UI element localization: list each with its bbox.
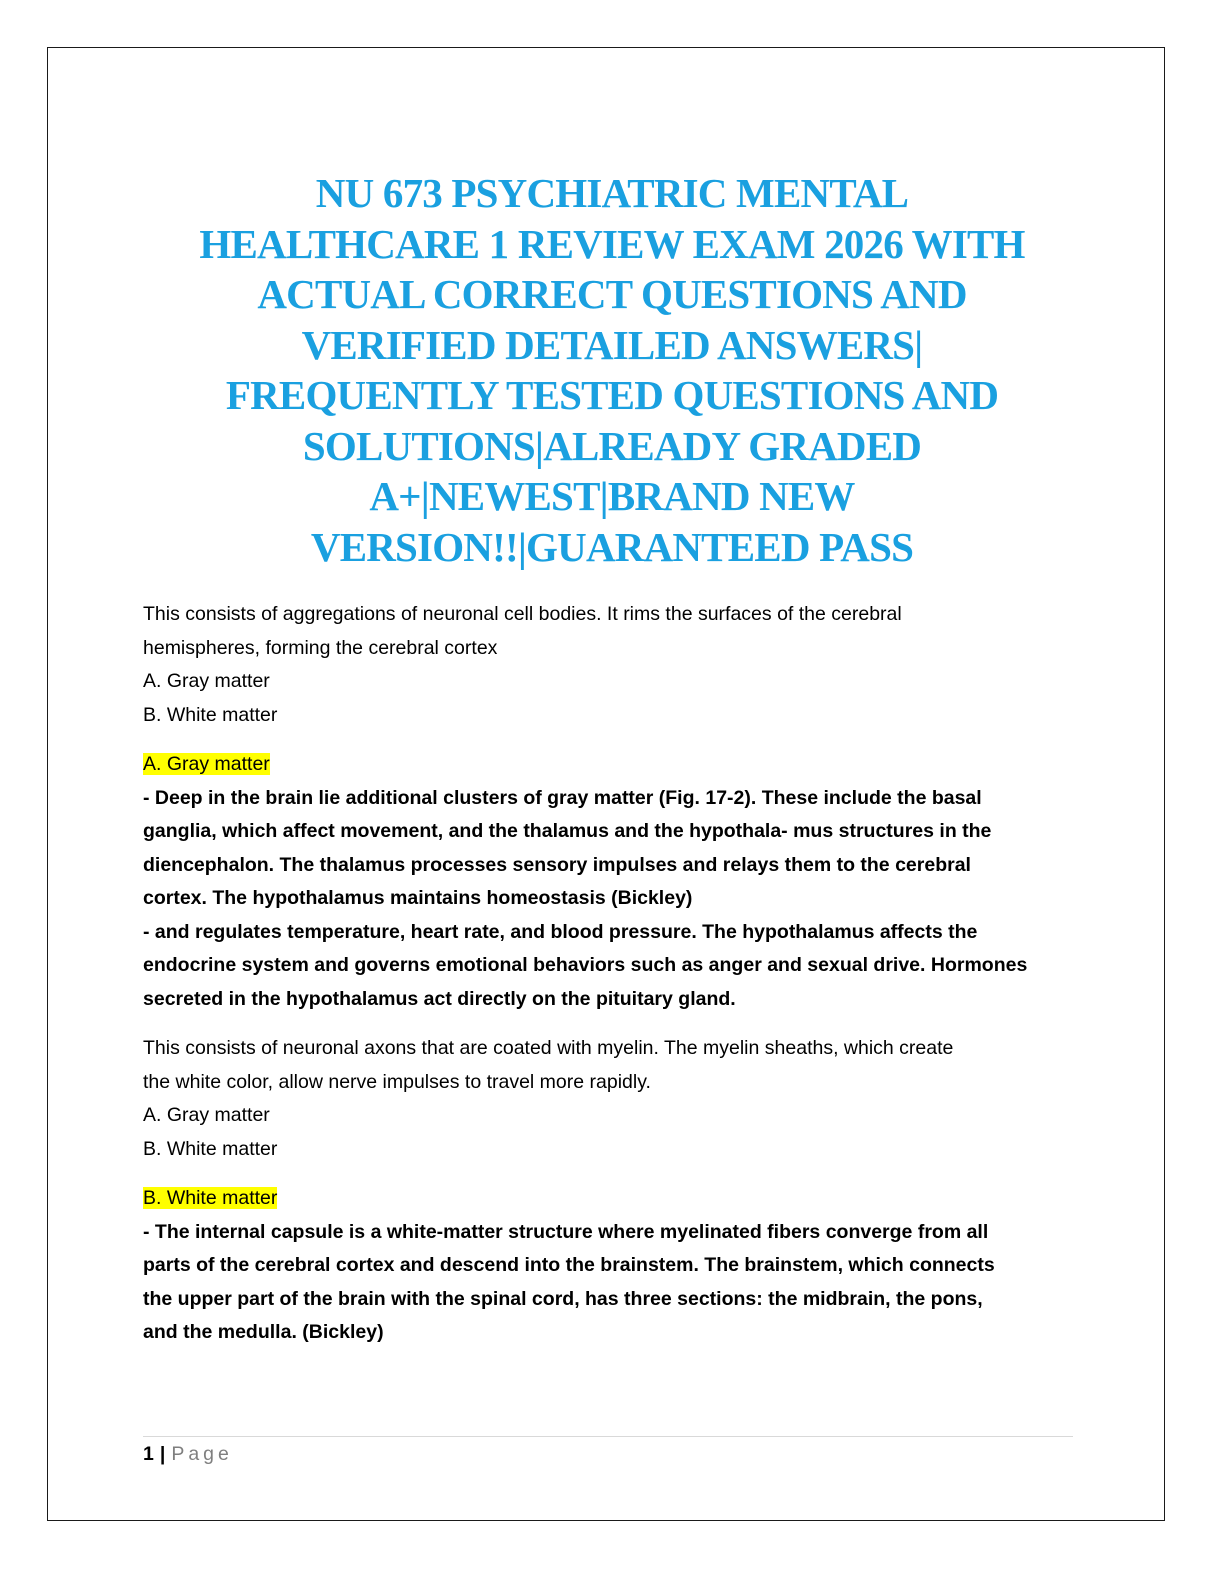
correct-answer: A. Gray matter (143, 753, 270, 775)
option-b: B. White matter (143, 703, 278, 726)
page-label: Page (171, 1443, 233, 1465)
explanation-line: - The internal capsule is a white-matter… (143, 1220, 989, 1243)
explanation-line: parts of the cerebral cortex and descend… (143, 1254, 995, 1276)
title-line: NU 673 PSYCHIATRIC MENTAL (315, 170, 909, 216)
document-title: NU 673 PSYCHIATRIC MENTAL HEALTHCARE 1 R… (120, 168, 1104, 572)
explanation-line: diencephalon. The thalamus processes sen… (143, 853, 971, 876)
explanation-line: endocrine system and governs emotional b… (143, 954, 1028, 976)
page-footer: 1|Page (143, 1440, 233, 1468)
question-line: This consists of aggregations of neurona… (143, 603, 902, 625)
question-text: This consists of aggregations of neurona… (143, 598, 1078, 732)
option-b: B. White matter (143, 1137, 278, 1160)
explanation-line: and the medulla. (Bickley) (143, 1321, 384, 1343)
question-line: the white color, allow nerve impulses to… (143, 1070, 651, 1093)
option-a: A. Gray matter (143, 1104, 270, 1126)
explanation: - The internal capsule is a white-matter… (143, 1216, 1078, 1350)
title-line: ACTUAL CORRECT QUESTIONS AND (257, 271, 967, 317)
correct-answer: B. White matter (143, 1187, 278, 1209)
footer-divider (143, 1436, 1073, 1437)
question-text: This consists of neuronal axons that are… (143, 1032, 1078, 1166)
page-number: 1 (143, 1443, 154, 1465)
title-line: VERIFIED DETAILED ANSWERS| (301, 321, 924, 368)
explanation-line: - and regulates temperature, heart rate,… (143, 920, 978, 943)
title-line: A+|NEWEST|BRAND NEW (369, 473, 855, 519)
page-border (47, 47, 1165, 1521)
title-line: FREQUENTLY TESTED QUESTIONS AND (225, 372, 999, 418)
explanation-line: cortex. The hypothalamus maintains homeo… (143, 887, 693, 909)
question-block: This consists of neuronal axons that are… (143, 1032, 1078, 1350)
explanation-line: - Deep in the brain lie additional clust… (143, 786, 982, 809)
title-line: SOLUTIONS|ALREADY GRADED (302, 422, 922, 469)
document-body: This consists of aggregations of neurona… (143, 598, 1078, 1350)
question-line: hemispheres, forming the cerebral cortex (143, 636, 498, 659)
explanation-line: the upper part of the brain with the spi… (143, 1287, 983, 1310)
option-a: A. Gray matter (143, 670, 270, 692)
question-block: This consists of aggregations of neurona… (143, 598, 1078, 1016)
answer-line: B. White matter (143, 1182, 1078, 1216)
explanation-line: secreted in the hypothalamus act directl… (143, 987, 736, 1010)
question-line: This consists of neuronal axons that are… (143, 1037, 954, 1059)
title-line: VERSION!!|GUARANTEED PASS (310, 523, 914, 570)
explanation: - Deep in the brain lie additional clust… (143, 782, 1078, 1017)
explanation-line: ganglia, which affect movement, and the … (143, 820, 992, 842)
answer-line: A. Gray matter (143, 748, 1078, 782)
footer-separator: | (159, 1443, 166, 1465)
title-line: HEALTHCARE 1 REVIEW EXAM 2026 WITH (199, 220, 1025, 267)
